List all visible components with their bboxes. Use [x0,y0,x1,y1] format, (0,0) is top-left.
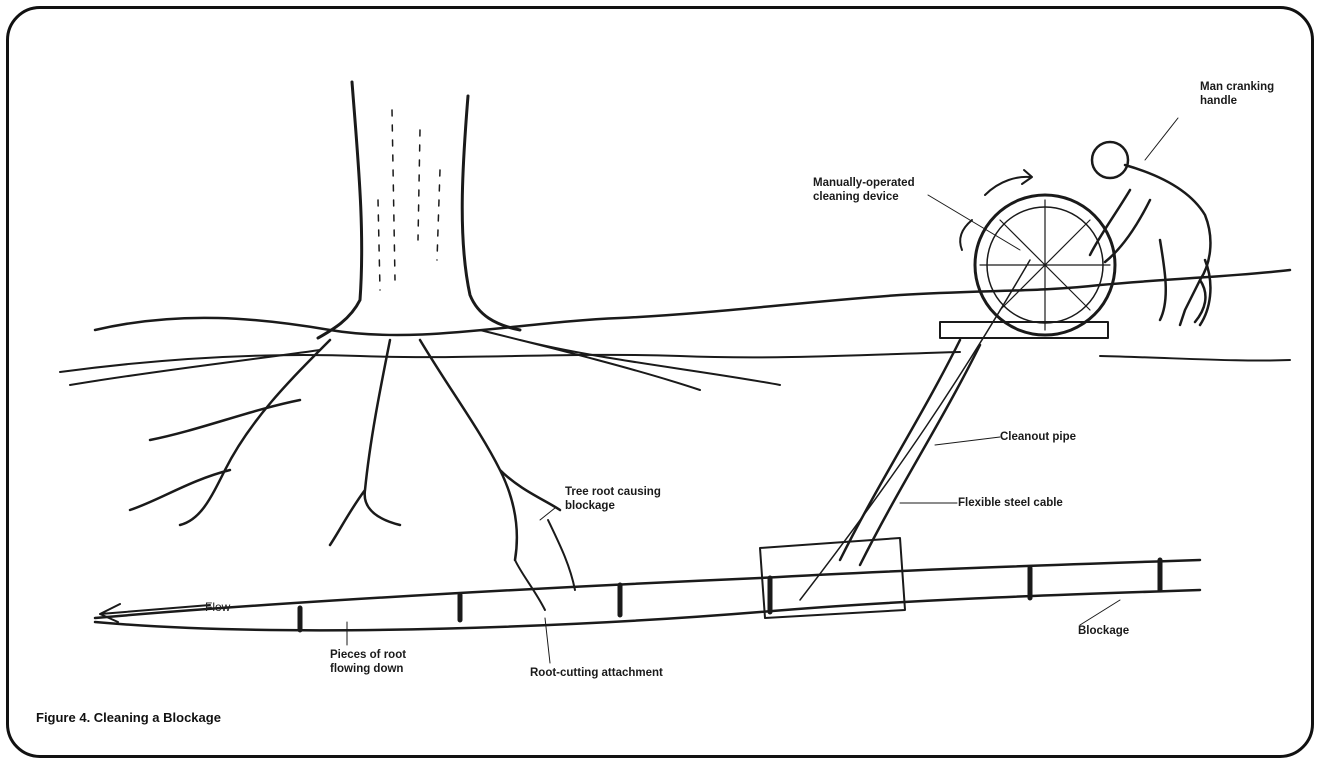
root-center-left [330,340,400,545]
man-arm [1090,190,1150,262]
man-body [1125,165,1210,325]
root-right [480,330,780,390]
steel-cable [800,260,1030,600]
figure-caption: Figure 4. Cleaning a Blockage [36,710,221,725]
ground-line [95,270,1290,335]
tree-trunk-right [462,96,520,330]
flow-label: Flow [205,600,230,614]
sewer-pipe-top [95,560,1200,618]
label-blockage: Blockage [1078,624,1129,638]
label-flexible-steel-cable: Flexible steel cable [958,496,1063,510]
label-root-cutting-attachment: Root-cutting attachment [530,666,663,680]
root-left-2 [70,350,320,385]
root-center [420,340,560,560]
cleanout-pipe [840,340,980,565]
label-cleanout-pipe: Cleanout pipe [1000,430,1076,444]
blocking-root [515,520,575,610]
rotation-arrow [985,177,1030,195]
root-left [130,340,330,525]
sewer-pipe-bottom [95,590,1200,630]
tree-trunk [318,82,362,338]
man-head [1092,142,1128,178]
